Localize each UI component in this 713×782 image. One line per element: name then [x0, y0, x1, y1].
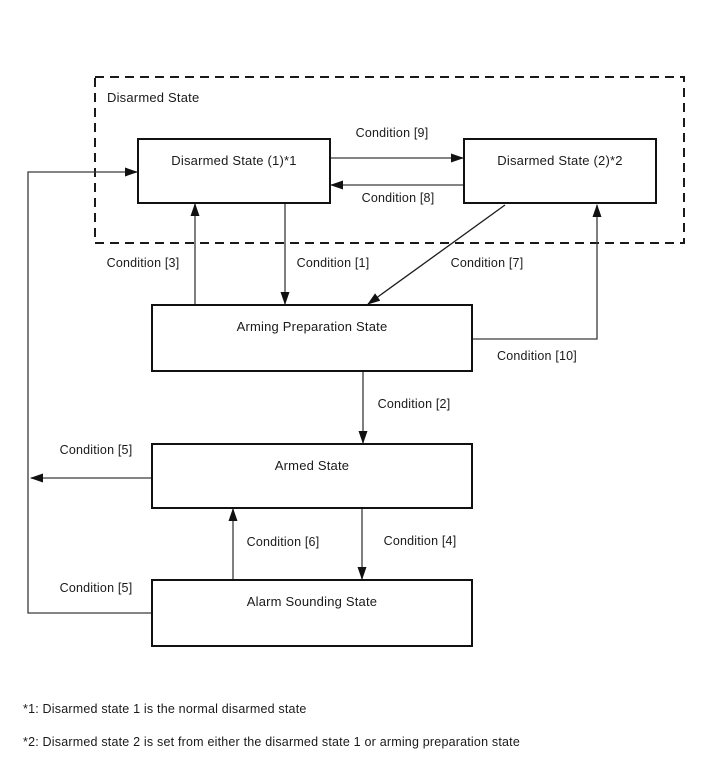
edge-label-condition-8: Condition [8] — [361, 191, 435, 205]
node-armed-state-label: Armed State — [274, 458, 350, 473]
disarmed-state-group-label: Disarmed State — [107, 90, 200, 105]
edge-condition-10-arrow — [473, 204, 602, 340]
edge-condition-7-arrow — [367, 204, 506, 305]
node-disarmed-state-2-label: Disarmed State (2)*2 — [497, 153, 623, 168]
edge-label-condition-6: Condition [6] — [246, 535, 320, 549]
edge-label-condition-5-alarm: Condition [5] — [59, 581, 133, 595]
node-armed-state: Armed State — [151, 443, 473, 509]
edge-label-condition-2: Condition [2] — [377, 397, 451, 411]
edge-label-condition-1: Condition [1] — [296, 256, 370, 270]
node-arming-preparation-state: Arming Preparation State — [151, 304, 473, 372]
node-disarmed-state-1-label: Disarmed State (1)*1 — [171, 153, 297, 168]
disarmed-state-group-border — [94, 76, 685, 244]
node-alarm-sounding-state-label: Alarm Sounding State — [246, 594, 378, 609]
node-arming-preparation-state-label: Arming Preparation State — [236, 319, 388, 334]
edge-label-condition-10: Condition [10] — [497, 349, 577, 363]
node-disarmed-state-1: Disarmed State (1)*1 — [137, 138, 331, 204]
node-alarm-sounding-state: Alarm Sounding State — [151, 579, 473, 647]
edge-condition-5-alarm-arrow — [27, 167, 151, 614]
footnote-disarmed-state-1: *1: Disarmed state 1 is the normal disar… — [23, 702, 307, 716]
edge-label-condition-9: Condition [9] — [355, 126, 429, 140]
edge-label-condition-5-armed: Condition [5] — [59, 443, 133, 457]
edge-label-condition-4: Condition [4] — [383, 534, 457, 548]
edge-label-condition-7: Condition [7] — [450, 256, 524, 270]
footnote-disarmed-state-2: *2: Disarmed state 2 is set from either … — [23, 735, 520, 749]
node-disarmed-state-2: Disarmed State (2)*2 — [463, 138, 657, 204]
edge-label-condition-3: Condition [3] — [106, 256, 180, 270]
